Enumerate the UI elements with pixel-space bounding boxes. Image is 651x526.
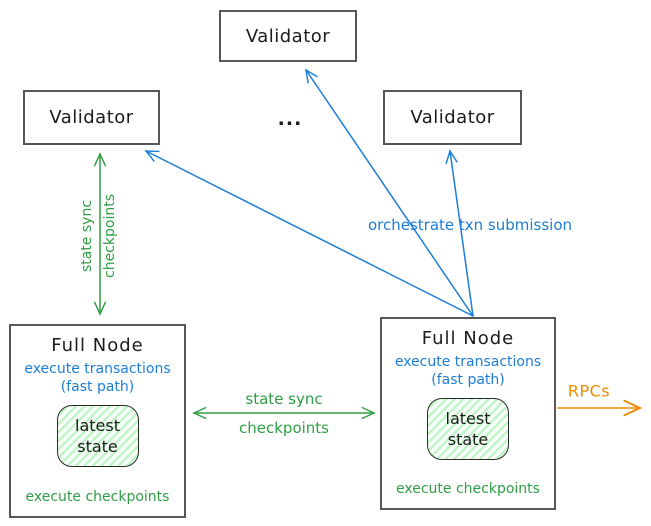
- validator-label: Validator: [49, 107, 134, 128]
- execute-transactions-label: execute transactions (fast path): [24, 360, 170, 396]
- execute-transactions-label: execute transactions (fast path): [395, 353, 541, 389]
- state-sync-checkpoints-vertical-label: state sync checkpoints: [76, 194, 122, 278]
- fast-path-line: (fast path): [60, 379, 135, 396]
- checkpoints-line: checkpoints: [239, 419, 329, 437]
- state-sync-line: state sync: [78, 199, 95, 273]
- validator-box-left: Validator: [23, 90, 160, 145]
- full-node-title: Full Node: [51, 335, 144, 356]
- more-validators-ellipsis: ...: [277, 108, 303, 130]
- latest-state-line1: latest: [445, 408, 491, 428]
- full-node-title: Full Node: [421, 328, 515, 349]
- full-node-box-right: Full Node execute transactions (fast pat…: [380, 317, 556, 510]
- latest-state-box: latest state: [427, 398, 509, 461]
- latest-state-box: latest state: [56, 405, 139, 468]
- full-node-box-left: Full Node execute transactions (fast pat…: [9, 324, 186, 518]
- validator-box-right: Validator: [383, 90, 522, 145]
- rpcs-label: RPCs: [567, 381, 611, 401]
- orchestrate-txn-submission-label: orchestrate txn submission: [367, 216, 573, 234]
- execute-checkpoints-label: execute checkpoints: [25, 489, 170, 505]
- fast-path-line: (fast path): [431, 372, 505, 389]
- validator-label: Validator: [245, 25, 331, 47]
- state-sync-checkpoints-horizontal-label: state sync checkpoints: [239, 385, 329, 444]
- validator-box-top: Validator: [219, 10, 357, 62]
- validator-label: Validator: [410, 107, 495, 128]
- execute-transactions-line: execute transactions: [394, 354, 542, 370]
- state-sync-line: state sync: [245, 389, 323, 408]
- latest-state-line2: state: [447, 430, 489, 450]
- latest-state-line2: state: [77, 437, 118, 457]
- execute-checkpoints-label: execute checkpoints: [396, 481, 540, 497]
- execute-transactions-line: execute transactions: [24, 361, 171, 377]
- checkpoints-line: checkpoints: [102, 194, 118, 278]
- latest-state-line1: latest: [75, 415, 120, 435]
